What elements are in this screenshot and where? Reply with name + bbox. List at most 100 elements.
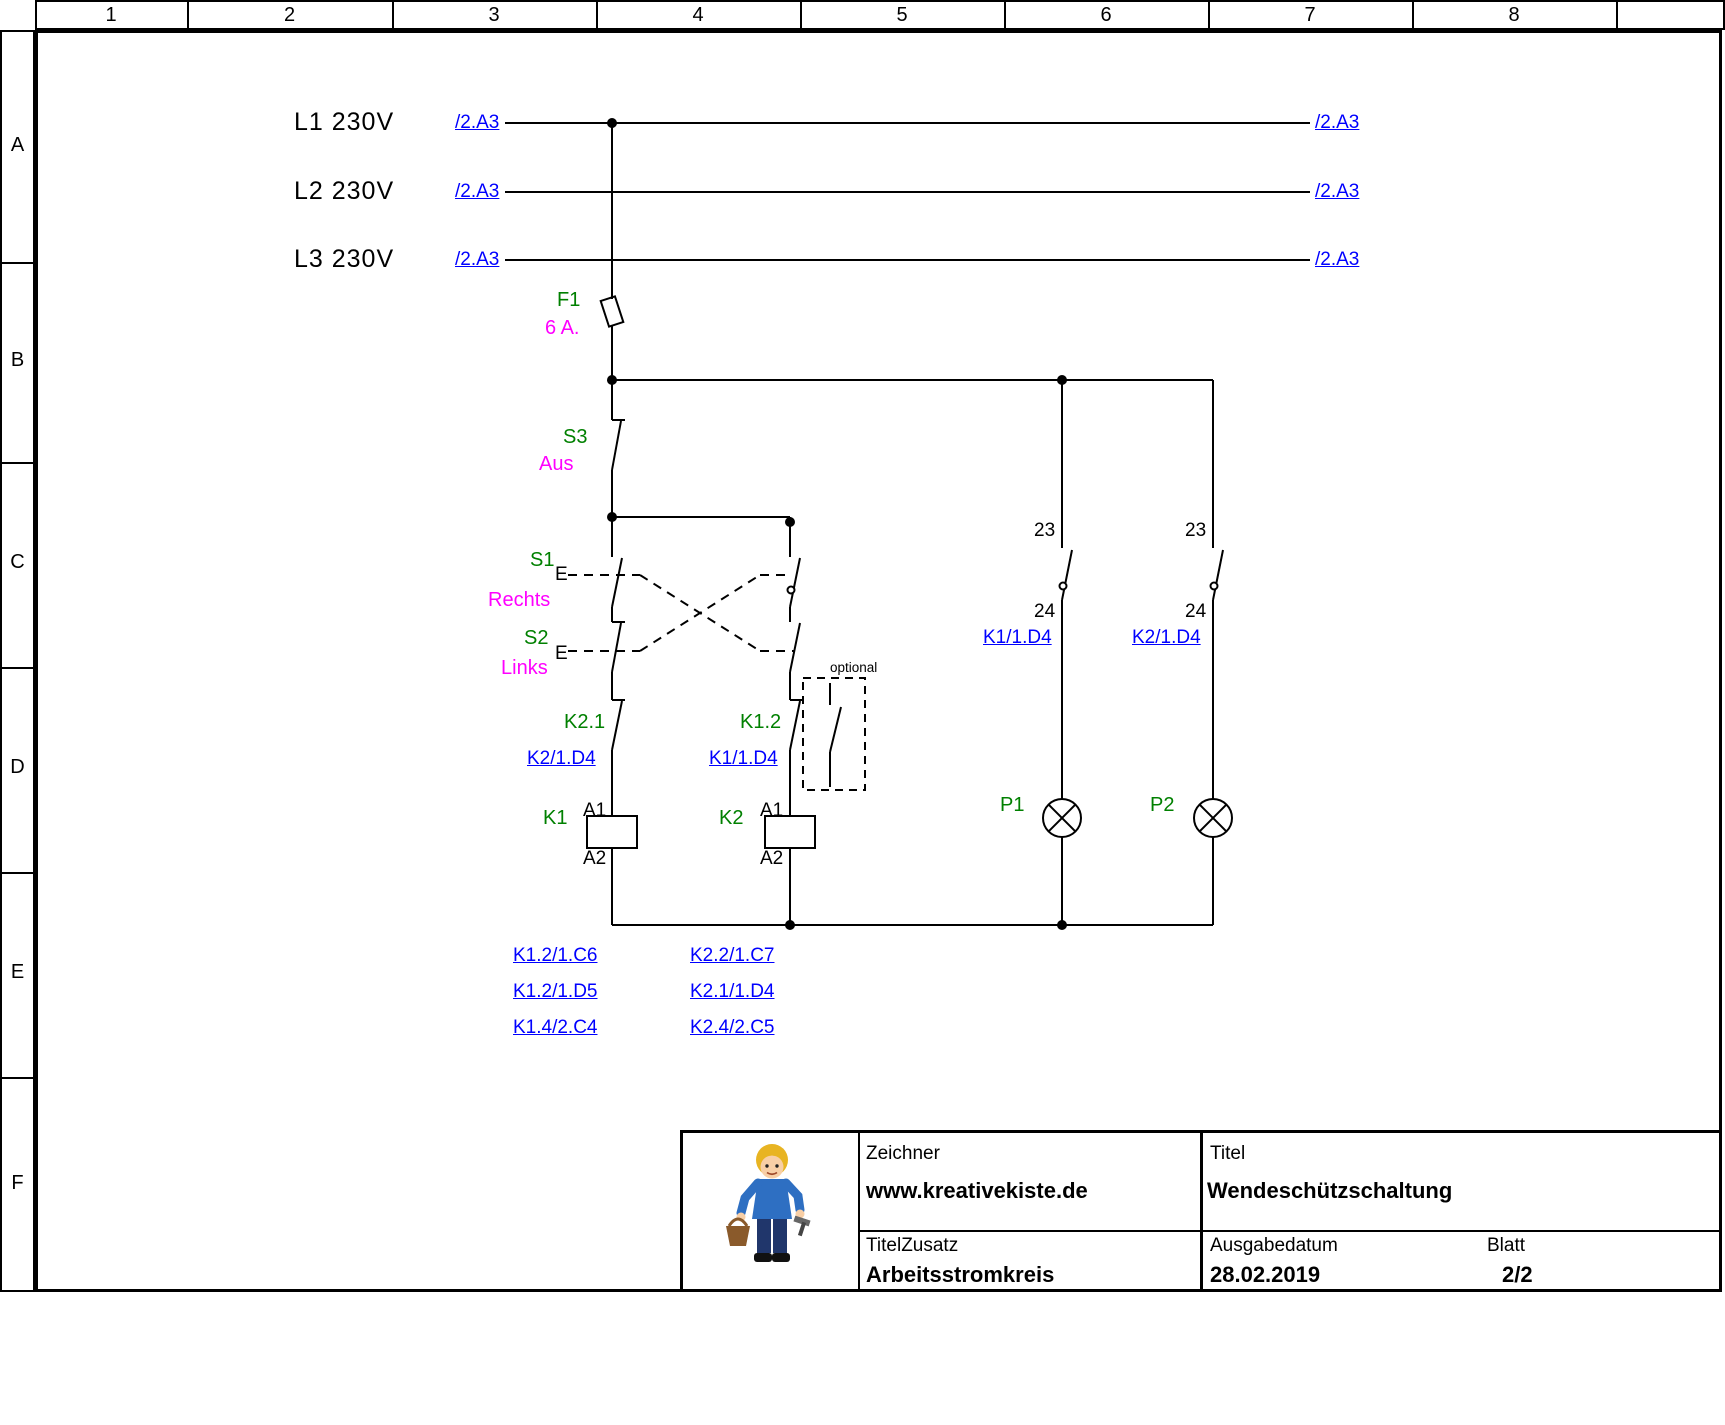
- s2-value: Links: [501, 657, 548, 679]
- column-label-2: 2: [283, 3, 296, 26]
- fuse-f1-symbol: [599, 123, 625, 380]
- k2-mirror-ref-1[interactable]: K2.2/1.C7: [690, 945, 775, 966]
- junction-dots: [607, 118, 1067, 930]
- column-label-5: 5: [896, 3, 908, 26]
- playmobil-figure-image: [726, 1144, 811, 1262]
- s2-name: S2: [524, 627, 549, 649]
- ruler-tick: [800, 2, 802, 32]
- aux1-24: 24: [1034, 601, 1056, 622]
- row-label-a: A: [10, 133, 25, 156]
- title-block-divider: [1200, 1130, 1203, 1292]
- ruler-tick: [2, 1077, 37, 1079]
- nc-contact-k12-symbol: [789, 699, 803, 816]
- nc-contact-s3-symbol: [611, 380, 625, 517]
- k12-ref[interactable]: K1/1.D4: [709, 748, 778, 769]
- ruler-tick: [1616, 2, 1618, 32]
- blatt-label: Blatt: [1487, 1235, 1526, 1256]
- row-ruler: [0, 30, 37, 1292]
- aux1-ref[interactable]: K1/1.D4: [983, 627, 1052, 648]
- ruler-tick: [1208, 2, 1210, 32]
- column-label-3: 3: [488, 3, 500, 26]
- s1-name: S1: [530, 549, 555, 571]
- no-contact-s1-break-symbol: [786, 557, 801, 622]
- column-ruler: [35, 0, 1725, 32]
- s2-actuator: E: [555, 643, 568, 664]
- row-label-b: B: [10, 348, 25, 371]
- k21-name: K2.1: [564, 711, 606, 733]
- k1-name: K1: [543, 807, 568, 829]
- ruler-tick: [187, 2, 189, 32]
- k2-a1: A1: [760, 800, 784, 821]
- ruler-tick: [2, 462, 37, 464]
- title-block-divider: [858, 1130, 860, 1292]
- row-label-f: F: [11, 1172, 24, 1194]
- column-label-7: 7: [1304, 3, 1316, 26]
- ruler-tick: [392, 2, 394, 32]
- titel-value: Wendeschützschaltung: [1207, 1178, 1453, 1203]
- lamp-p2-symbol: [1193, 798, 1233, 925]
- k1-mirror-ref-3[interactable]: K1.4/2.C4: [513, 1017, 598, 1038]
- s3-value: Aus: [539, 453, 574, 475]
- k1-mirror-ref-1[interactable]: K1.2/1.C6: [513, 945, 598, 966]
- s1-value: Rechts: [488, 589, 551, 611]
- coil-k1-symbol: [586, 815, 638, 925]
- ausgabedatum-value: 28.02.2019: [1210, 1262, 1321, 1287]
- l3-ref-left[interactable]: /2.A3: [455, 249, 500, 270]
- aux1-23: 23: [1034, 520, 1056, 541]
- k2-mirror-ref-2[interactable]: K2.1/1.D4: [690, 981, 775, 1002]
- nc-contact-k21-symbol: [611, 699, 625, 816]
- k1-mirror-ref-2[interactable]: K1.2/1.D5: [513, 981, 598, 1002]
- column-label-6: 6: [1100, 3, 1112, 26]
- titelzusatz-value: Arbeitsstromkreis: [866, 1262, 1055, 1287]
- lamp-p1-symbol: [1042, 798, 1082, 925]
- ruler-tick: [2, 667, 37, 669]
- column-label-1: 1: [105, 3, 117, 26]
- aux-contact-k1-symbol: [1058, 380, 1073, 799]
- ruler-tick: [2, 872, 37, 874]
- ruler-tick: [1004, 2, 1006, 32]
- ruler-tick: [2, 262, 37, 264]
- aux-contact-k2-symbol: [1209, 380, 1224, 799]
- optional-label: optional: [830, 660, 878, 675]
- l1-ref-right[interactable]: /2.A3: [1315, 112, 1360, 133]
- aux2-24: 24: [1185, 601, 1207, 622]
- f1-name: F1: [557, 289, 581, 311]
- nc-contact-s2-symbol: [611, 621, 625, 700]
- column-label-8: 8: [1508, 3, 1520, 26]
- k2-name: K2: [719, 807, 744, 829]
- l2-ref-right[interactable]: /2.A3: [1315, 181, 1360, 202]
- f1-value: 6 A.: [545, 317, 580, 339]
- k21-ref[interactable]: K2/1.D4: [527, 748, 596, 769]
- s3-name: S3: [563, 426, 588, 448]
- no-contact-s2-make-symbol: [789, 622, 801, 700]
- interlock-linkage-dashes: [568, 574, 794, 652]
- p2-name: P2: [1150, 794, 1175, 816]
- l2-label: L2 230V: [294, 177, 395, 205]
- ausgabedatum-label: Ausgabedatum: [1210, 1235, 1338, 1256]
- p1-name: P1: [1000, 794, 1025, 816]
- row-label-c: C: [10, 551, 25, 573]
- l1-ref-left[interactable]: /2.A3: [455, 112, 500, 133]
- k2-mirror-ref-3[interactable]: K2.4/2.C5: [690, 1017, 775, 1038]
- zeichner-value: www.kreativekiste.de: [866, 1178, 1088, 1203]
- optional-contact-box: [802, 677, 866, 791]
- k1-a2: A2: [583, 848, 607, 869]
- l3-label: L3 230V: [294, 245, 395, 273]
- k1-a1: A1: [583, 800, 607, 821]
- l3-ref-right[interactable]: /2.A3: [1315, 249, 1360, 270]
- k12-name: K1.2: [740, 711, 782, 733]
- zeichner-label: Zeichner: [866, 1143, 940, 1164]
- title-block-divider: [858, 1230, 1722, 1232]
- l2-ref-left[interactable]: /2.A3: [455, 181, 500, 202]
- titel-label: Titel: [1210, 1143, 1246, 1164]
- aux2-ref[interactable]: K2/1.D4: [1132, 627, 1201, 648]
- ruler-tick: [1412, 2, 1414, 32]
- titelzusatz-label: TitelZusatz: [866, 1235, 959, 1256]
- aux2-23: 23: [1185, 520, 1207, 541]
- coil-k2-symbol: [764, 815, 816, 925]
- ruler-tick: [596, 2, 598, 32]
- blatt-value: 2/2: [1502, 1262, 1533, 1287]
- row-label-e: E: [10, 961, 25, 983]
- column-label-4: 4: [692, 3, 704, 26]
- s1-actuator: E: [555, 564, 568, 585]
